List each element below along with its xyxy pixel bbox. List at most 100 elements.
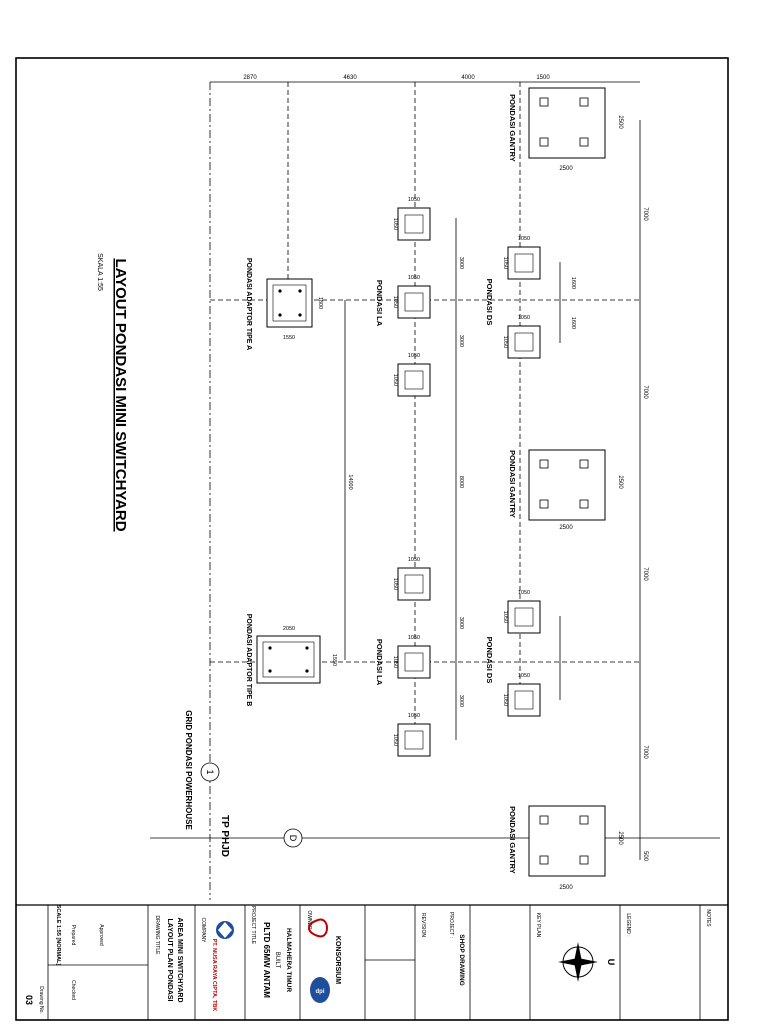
gantry-spacing-2: 7000 [642,385,648,399]
tb-drawing-title-2: AREA MINI SWITCHYARD [176,917,183,1002]
ds-spacing-1: 1600 [570,277,576,289]
la-spacing-3: 3000 [458,617,464,629]
la-depth-6: 1050 [392,734,398,746]
gantry-width-2: 2500 [559,525,573,531]
svg-text:dpi: dpi [316,989,325,995]
ds-label-1: PONDASI DS [485,279,494,326]
ds-width-1: 1050 [518,236,530,242]
company-logo [216,921,234,939]
adaptor-b-foundation [256,635,321,684]
tb-company: PT. NUSA RAYA CIPTA, TBK [211,939,217,1012]
gantry-depth-2: 2500 [617,475,623,489]
sheet-border [15,57,729,1021]
owner-logo: dpi [308,918,330,1003]
tb-owner-label: OWNER [306,910,312,930]
tb-checked: Checked [70,980,76,1000]
tb-legend-label: LEGEND : [625,913,631,936]
grid-marker-1 [200,762,220,782]
tb-scale: SCALE 1:55 [NORMAL] [55,905,61,966]
dim-top-1: 2870 [243,75,257,81]
la-width-5: 1050 [408,635,420,641]
tb-approved: Approved [98,924,104,946]
adaptor-b-depth: 1550 [331,654,337,666]
tb-north: U [606,959,616,966]
ds-depth-3: 1050 [502,611,508,623]
tb-notes-label: NOTES [705,909,711,927]
grid-label: GRID PONDASI POWERHOUSE [184,710,193,830]
la-depth-5: 1050 [392,656,398,668]
adaptor-a-label: PONDASI ADAPTOR TIPE A [245,258,252,350]
gantry-foundation [528,449,606,521]
tb-sheet-no: 03 [24,995,34,1005]
tb-project-location: HALMAHERA TIMUR [285,928,292,992]
tb-key-plan: KEY PLAN [535,913,541,938]
gantry-label-3: PONDASI GANTRY [508,806,517,874]
la-width-4: 1050 [408,557,420,563]
la-depth-4: 1050 [392,578,398,590]
gantry-spacing-4: 7000 [642,745,648,759]
adaptor-a-foundation [266,278,313,328]
ds-depth-4: 1050 [502,694,508,706]
grid-marker-d [283,828,303,848]
ds-width-3: 1050 [518,590,530,596]
adaptor-b-label: PONDASI ADAPTOR TIPE B [245,614,252,707]
la-spacing-1: 3000 [458,257,464,269]
la-label-1: PONDASI LA [375,280,384,327]
gantry-label-1: PONDASI GANTRY [508,94,517,162]
adaptor-a-depth: 1800 [317,297,323,309]
gantry-label-2: PONDASI GANTRY [508,450,517,518]
north-arrow-icon [558,942,598,982]
adaptor-b-width: 2050 [283,626,295,632]
la-depth-3: 1050 [392,374,398,386]
adaptor-a-width: 1550 [283,335,295,341]
dim-top-4: 1500 [536,75,550,81]
la-foundation-group [397,207,431,757]
tb-drawing-title-1: LAYOUT PLAN PONDASI [166,919,173,1002]
tb-stage: SHOP DRAWING [458,934,465,986]
ds-width-2: 1050 [518,315,530,321]
tb-contractor: KONSORSIUM [334,936,341,984]
drawing-title: LAYOUT PONDASI MINI SWITCHYARD [112,258,129,531]
tb-project-name: PLTD 65MW ANTAM [262,922,271,998]
la-width-3: 1050 [408,353,420,359]
gantry-width-3: 2500 [559,885,573,891]
la-label-2: PONDASI LA [375,639,384,686]
grid-marker-d-label: D [288,835,298,842]
gantry-spacing-1: 7000 [642,207,648,221]
tb-stage-label: PROJECT : [448,912,454,938]
gantry-spacing-3: 7000 [642,567,648,581]
la-width-2: 1050 [408,275,420,281]
la-spacing-4: 3000 [458,695,464,707]
ds-width-4: 1050 [518,673,530,679]
la-group-gap: 8000 [458,476,464,488]
la-width-1: 1050 [408,197,420,203]
drawing-scale: SKALA 1:55 [96,253,103,291]
ds-depth-2: 1050 [502,336,508,348]
adaptor-spacing: 14000 [347,474,353,489]
la-spacing-2: 3000 [458,335,464,347]
tb-drawing-no: Drawing No. [38,986,44,1014]
tp-label: TP PHJD [219,815,230,857]
dim-top-3: 4000 [461,75,475,81]
la-depth-1: 1050 [392,218,398,230]
gantry-depth-1: 2500 [617,115,623,129]
ds-spacing-2: 1600 [570,317,576,329]
ds-foundation-group [507,246,541,717]
tb-company-label: COMPANY [200,918,206,944]
tb-revision-label: REVISION [420,913,426,937]
dim-top-2: 4630 [343,75,357,81]
la-width-6: 1050 [408,713,420,719]
tb-project-label: PROJECT TITLE [250,906,256,945]
gantry-depth-3: 2500 [617,831,623,845]
grid-marker-1-label: 1 [205,769,215,774]
tb-drawing-title-label: DRAWING TITLE [154,916,160,956]
tb-prepared: Prepared [70,925,76,946]
title-block [16,904,728,1020]
tb-project-line2: BUILT [274,952,280,969]
ds-label-2: PONDASI DS [485,637,494,684]
gantry-edge: 500 [642,851,648,862]
gantry-foundation [528,805,606,877]
ds-depth-1: 1050 [502,257,508,269]
